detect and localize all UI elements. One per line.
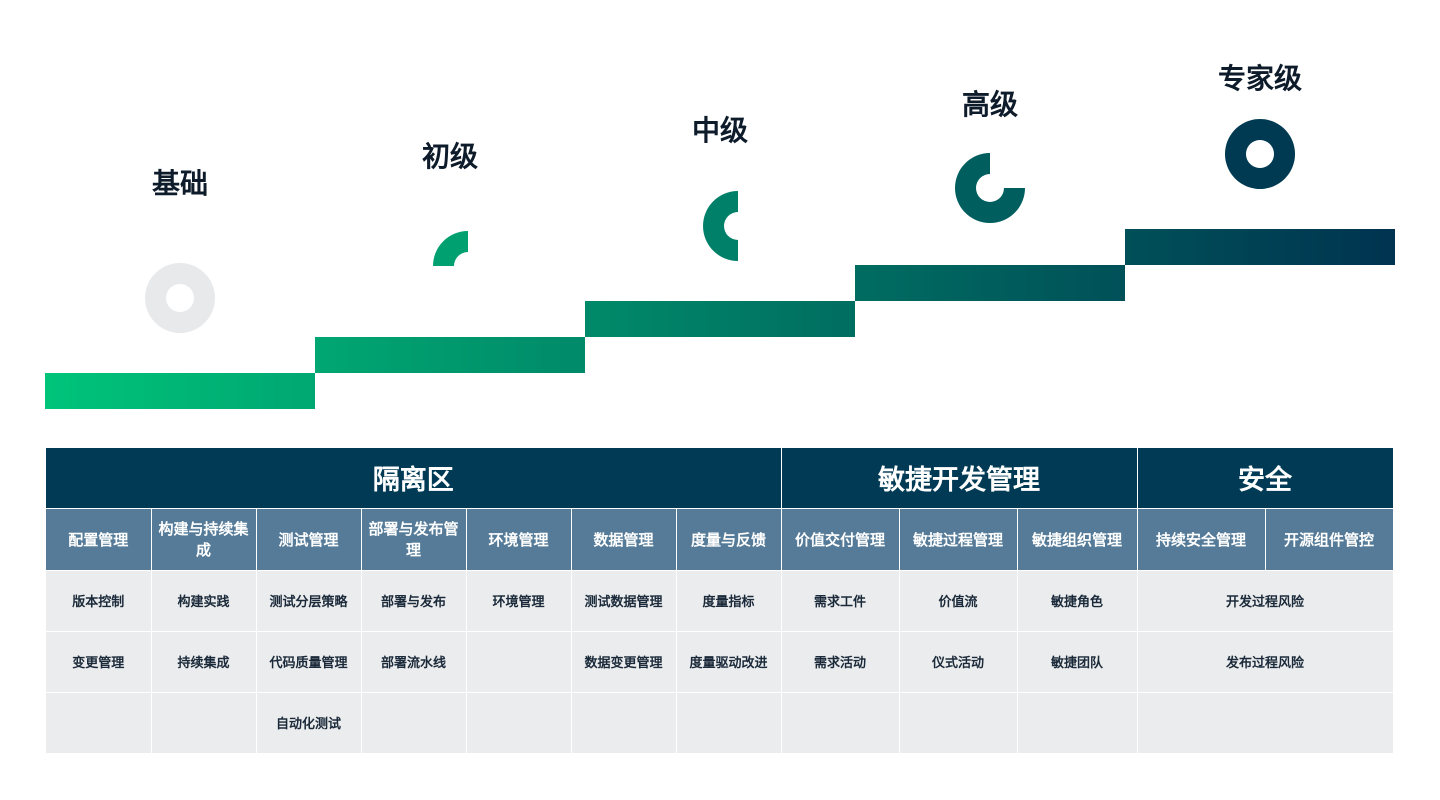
table-cell: 测试数据管理 bbox=[571, 569, 677, 631]
level-title: 基础 bbox=[151, 167, 208, 200]
table-cell: 自动化测试 bbox=[256, 691, 362, 753]
table-cell: 度量驱动改进 bbox=[676, 630, 782, 692]
table-cell bbox=[899, 691, 1018, 753]
subheader-cell: 环境管理 bbox=[466, 507, 572, 570]
level-step-bar bbox=[45, 373, 315, 409]
subheader-cell: 配置管理 bbox=[46, 507, 152, 570]
table-cell bbox=[466, 630, 572, 692]
table-cell: 代码质量管理 bbox=[256, 630, 362, 692]
progress-ring-icon bbox=[703, 191, 738, 261]
capability-table: 隔离区 敏捷开发管理 安全 配置管理构建与持续集成测试管理部署与发布管理环境管理… bbox=[46, 448, 1394, 753]
table-cell: 测试分层策略 bbox=[256, 569, 362, 631]
group-header-isolation: 隔离区 bbox=[46, 448, 782, 508]
table-cell bbox=[361, 691, 467, 753]
subheader-cell: 持续安全管理 bbox=[1137, 507, 1266, 570]
progress-ring-icon bbox=[433, 231, 468, 266]
table-cell: 需求活动 bbox=[781, 630, 900, 692]
level-step-bar bbox=[855, 265, 1125, 301]
table-cell: 价值流 bbox=[899, 569, 1018, 631]
table-cell bbox=[466, 691, 572, 753]
table-cell: 需求工件 bbox=[781, 569, 900, 631]
table-cell: 敏捷团队 bbox=[1017, 630, 1138, 692]
subheader-cell: 部署与发布管理 bbox=[361, 507, 467, 570]
subheader-cell: 敏捷组织管理 bbox=[1017, 507, 1138, 570]
table-cell: 变更管理 bbox=[46, 630, 152, 692]
progress-ring-icon bbox=[955, 153, 1025, 223]
level-title: 初级 bbox=[421, 140, 478, 173]
subheader-cell: 价值交付管理 bbox=[781, 507, 900, 570]
subheader-cell: 构建与持续集成 bbox=[151, 507, 257, 570]
level-title: 高级 bbox=[961, 88, 1018, 121]
table-cell bbox=[46, 691, 152, 753]
level-title: 专家级 bbox=[1217, 62, 1302, 95]
table-cell: 持续集成 bbox=[151, 630, 257, 692]
table-cell: 仪式活动 bbox=[899, 630, 1018, 692]
progress-ring-icon bbox=[145, 263, 216, 333]
table-cell bbox=[781, 691, 900, 753]
table-cell: 环境管理 bbox=[466, 569, 572, 631]
table-cell: 开发过程风险 bbox=[1137, 569, 1394, 631]
level-title: 中级 bbox=[691, 114, 748, 147]
level-step-bar bbox=[585, 301, 855, 337]
subheader-cell: 度量与反馈 bbox=[676, 507, 782, 570]
table-cell bbox=[1017, 691, 1138, 753]
group-header-security: 安全 bbox=[1137, 448, 1394, 508]
subheader-cell: 测试管理 bbox=[256, 507, 362, 570]
group-header-agile: 敏捷开发管理 bbox=[781, 448, 1138, 508]
table-cell: 构建实践 bbox=[151, 569, 257, 631]
table-cell bbox=[676, 691, 782, 753]
subheader-cell: 数据管理 bbox=[571, 507, 677, 570]
subheader-cell: 敏捷过程管理 bbox=[899, 507, 1018, 570]
table-cell: 发布过程风险 bbox=[1137, 630, 1394, 692]
level-step-bar bbox=[1125, 229, 1395, 265]
table-cell: 敏捷角色 bbox=[1017, 569, 1138, 631]
table-cell bbox=[1137, 691, 1394, 753]
table-cell: 版本控制 bbox=[46, 569, 152, 631]
table-cell: 度量指标 bbox=[676, 569, 782, 631]
table-cell: 数据变更管理 bbox=[571, 630, 677, 692]
table-cell bbox=[151, 691, 257, 753]
table-cell bbox=[571, 691, 677, 753]
progress-ring-icon bbox=[1225, 119, 1296, 189]
subheader-cell: 开源组件管控 bbox=[1265, 507, 1394, 570]
table-cell: 部署与发布 bbox=[361, 569, 467, 631]
level-step-bar bbox=[315, 337, 585, 373]
table-cell: 部署流水线 bbox=[361, 630, 467, 692]
